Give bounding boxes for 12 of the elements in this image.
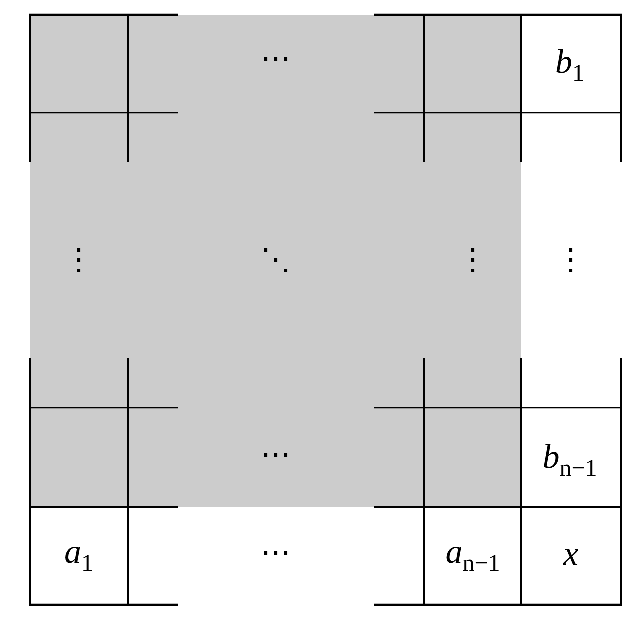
vertical-ellipsis: ⋮ <box>458 246 488 276</box>
vertical-ellipsis: ⋮ <box>64 246 94 276</box>
matrix-entry: a$_{n−1}$ <box>446 536 500 576</box>
matrix-entry: x <box>563 538 579 572</box>
horizontal-ellipsis: ⋯ <box>261 539 291 569</box>
vertical-ellipsis: ⋮ <box>556 246 586 276</box>
horizontal-ellipsis: ⋯ <box>261 45 291 75</box>
matrix-entry: b$_{1}$ <box>556 46 584 86</box>
matrix-entry: b$_{n−1}$ <box>542 441 598 481</box>
diagonal-ellipsis: ⋱ <box>261 246 291 276</box>
horizontal-ellipsis: ⋯ <box>261 441 291 471</box>
matrix-entry: a$_{1}$ <box>64 536 94 576</box>
